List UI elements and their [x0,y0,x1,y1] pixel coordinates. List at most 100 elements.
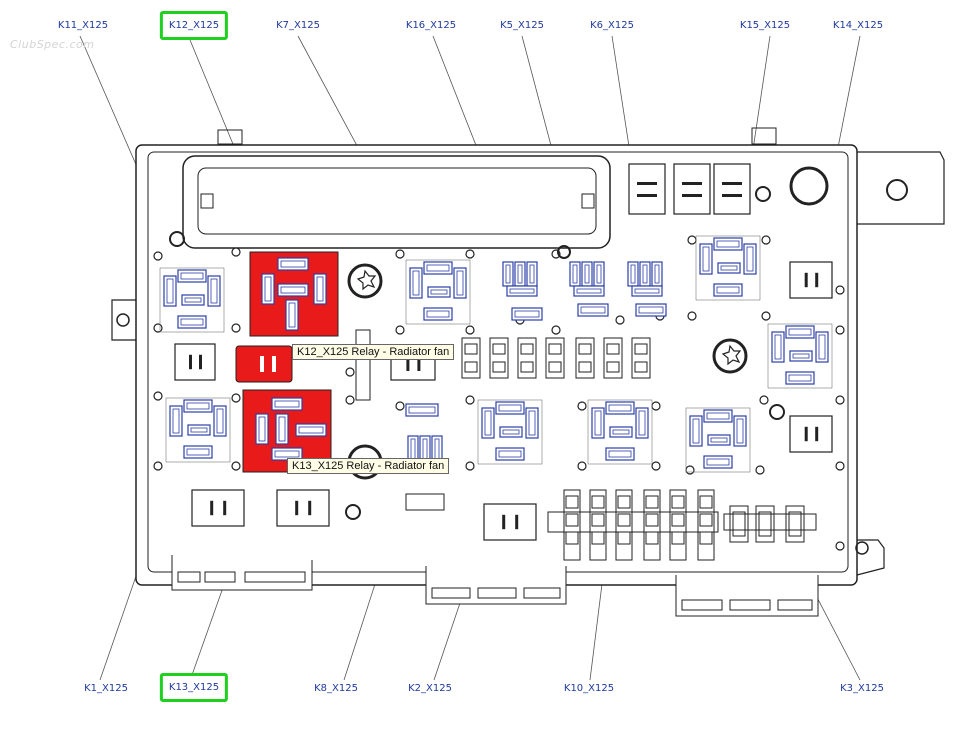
relay-terminal-slot [736,418,744,444]
fuse-blade [699,513,713,527]
fuse-blade [606,343,620,355]
socket [673,163,711,215]
fuse-rail [547,511,719,533]
relay-terminal-slot [654,264,660,284]
screw-hole [835,325,845,335]
relay-terminal [177,315,207,329]
socket-pin [189,354,192,370]
socket [276,489,330,527]
relay-terminal [771,331,785,363]
left-mount-tab [111,299,136,341]
relay-terminal-slot [426,310,450,318]
relay-terminal-slot [596,264,602,284]
callout-k3: K3_X125 [840,683,884,694]
relay-terminal-slot [720,265,738,271]
relay-terminal [703,409,733,423]
callout-k7: K7_X125 [276,20,320,31]
socket-pin [815,426,819,442]
relay-terminal-slot [505,264,511,284]
top-clip [217,129,243,145]
relay-terminal [177,269,207,283]
screw-hole [835,395,845,405]
relay-terminal-slot [576,288,602,294]
screw-hole [153,323,163,333]
socket [483,503,537,541]
fuse [405,493,445,511]
fuse-blade [634,343,648,355]
socket-pin [417,359,421,371]
relay-terminal-slot [774,334,782,360]
callout-k5: K5_X125 [500,20,544,31]
socket-pin [637,182,657,185]
callout-k1: K1_X125 [84,683,128,694]
screw-hole [465,395,475,405]
screw-hole [395,325,405,335]
screw-hole [577,401,587,411]
socket-pin [223,500,227,516]
relay-terminal [183,399,213,413]
relay-terminal [713,283,743,297]
relay-terminal [514,261,526,287]
fuse-blade [758,511,772,537]
right-mount-tab [857,151,945,225]
relay-terminal-slot [274,450,300,458]
socket-pin [308,500,312,516]
screw-hole [577,461,587,471]
relay-terminal [577,303,609,317]
relay-terminal [409,267,423,299]
relay-terminal-slot [706,458,730,466]
relay-terminal-slot [316,276,324,302]
fuse-blade [634,361,648,373]
relay-terminal [169,405,183,437]
star-bolts [356,269,742,366]
fuse [631,337,651,379]
socket-pin [682,182,702,185]
top-slot-clip [200,193,214,209]
fuse-blade [617,495,631,509]
relay-terminal [285,299,299,331]
screw-hole [395,249,405,259]
mount-hole-icon [116,313,130,327]
relay-terminal [789,350,813,362]
relay-terminal-slot [210,278,218,304]
fuse-blade [464,343,478,355]
relay-terminal [313,273,327,305]
relay-k1 [165,397,231,463]
relay-terminal [495,401,525,415]
relay-terminal-slot [278,416,286,442]
callout-k6: K6_X125 [590,20,634,31]
relay-terminal [423,261,453,275]
relay-terminal [499,426,523,438]
relay-terminal [785,325,815,339]
relay-terminal-slot [792,353,810,359]
socket-pin [210,500,214,516]
relay-terminal [733,415,747,447]
screw-hole [465,249,475,259]
relay-terminal [605,447,635,461]
fuse [729,505,749,543]
top-clip [751,127,777,145]
screw-hole [231,393,241,403]
relay-terminal [277,283,309,297]
relay-terminal [569,261,581,287]
relay-terminal [213,405,227,437]
fuse-blade [591,495,605,509]
relay-terminal-slot [529,264,535,284]
screw-hole [231,247,241,257]
relay-terminal-slot [642,264,648,284]
fuse [545,337,565,379]
fuse [517,337,537,379]
callout-k8: K8_X125 [314,683,358,694]
socket [713,163,751,215]
relay-terminal [605,401,635,415]
fuse [461,337,481,379]
socket-pin [682,194,702,197]
fuse-blade [578,361,592,373]
relay-terminal [207,275,221,307]
callout-k14: K14_X125 [832,20,884,31]
fuse-blade [578,343,592,355]
relay-terminal [511,307,543,321]
fuse-blade [492,343,506,355]
socket-pin [502,514,506,530]
